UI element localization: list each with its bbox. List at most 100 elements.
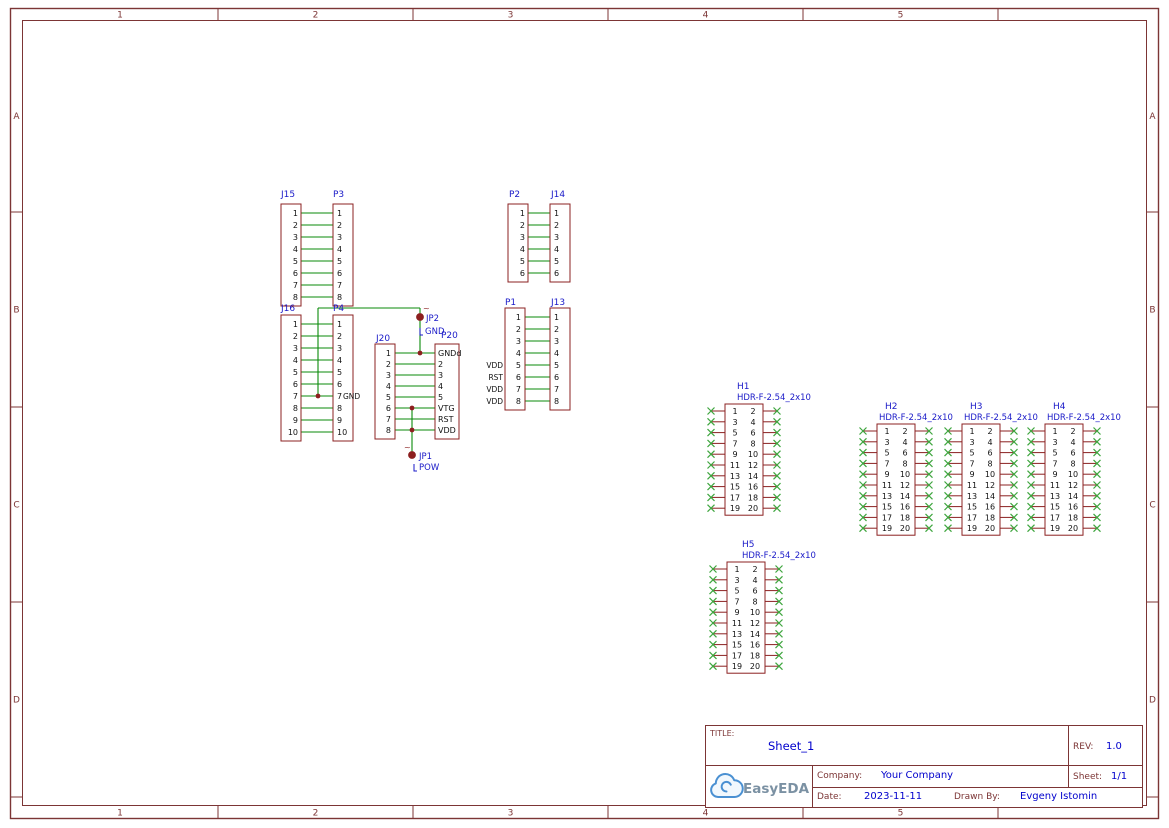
connector-box[interactable] [549, 307, 571, 411]
noconnect-x-icon [859, 502, 867, 511]
rev-value[interactable]: 1.0 [1106, 741, 1122, 752]
junction-dot[interactable] [417, 350, 423, 356]
refdes-label[interactable]: J14 [550, 190, 565, 200]
junction-dot[interactable] [315, 393, 321, 399]
frame-outer-border [9, 7, 1160, 820]
refdes-label[interactable]: P20 [441, 331, 458, 341]
jumper-JP1[interactable] [408, 451, 416, 459]
connector-box[interactable] [504, 307, 526, 411]
pin-number: 3 [438, 371, 443, 380]
noconnect-x-icon [944, 524, 952, 533]
pin-number: 1 [337, 320, 342, 329]
junction-dot[interactable] [409, 427, 415, 433]
noconnect-x-icon [1093, 459, 1101, 468]
grid-ref-label: A [1149, 112, 1156, 122]
connector-box[interactable] [332, 314, 354, 442]
noconnect-x-icon [944, 470, 952, 479]
noconnect-x-icon [1093, 524, 1101, 533]
refdes-label[interactable]: H5 [742, 540, 755, 550]
connector-box[interactable] [374, 343, 396, 440]
header-box[interactable] [1044, 423, 1084, 536]
pin-number: 6 [987, 449, 992, 458]
noconnect-x-icon [775, 565, 783, 573]
grid-ref-label: B [1149, 306, 1155, 316]
net-label[interactable]: POW [419, 463, 440, 473]
connector-box[interactable] [332, 203, 354, 307]
pin-number: 4 [337, 245, 342, 254]
refdes-label[interactable]: H4 [1053, 402, 1066, 412]
refdes-label[interactable]: J15 [280, 190, 295, 200]
pin-number: 1 [386, 349, 391, 358]
noconnect-x-icon [775, 597, 783, 606]
refdes-label[interactable]: H3 [970, 402, 983, 412]
pin-number: 6 [1070, 449, 1075, 458]
refdes-label[interactable]: P3 [333, 190, 344, 200]
noconnect-x-icon [859, 437, 867, 446]
refdes-label[interactable]: H1 [737, 382, 750, 392]
sheet-title[interactable]: Sheet_1 [768, 739, 815, 753]
refdes-label[interactable]: JP2 [425, 314, 439, 324]
grid-ref-label: 1 [117, 11, 123, 21]
sheet-value[interactable]: 1/1 [1111, 771, 1128, 782]
connector-box[interactable] [434, 343, 460, 440]
noconnect-x-icon [707, 450, 715, 459]
header-box[interactable] [726, 561, 766, 674]
value-label[interactable]: HDR-F-2.54_2x10 [737, 393, 811, 403]
value-label[interactable]: HDR-F-2.54_2x10 [742, 551, 816, 561]
connector-box[interactable] [549, 203, 571, 283]
value-label[interactable]: HDR-F-2.54_2x10 [1047, 413, 1121, 423]
date-value[interactable]: 2023-11-11 [864, 791, 923, 802]
header-box[interactable] [876, 423, 916, 536]
value-label[interactable]: HDR-F-2.54_2x10 [964, 413, 1038, 423]
noconnect-x-icon [944, 437, 952, 446]
header-box[interactable] [724, 403, 764, 516]
refdes-label[interactable]: P2 [509, 190, 520, 200]
junction-dot[interactable] [409, 405, 415, 411]
refdes-label[interactable]: J13 [550, 298, 565, 308]
noconnect-x-icon [1010, 524, 1018, 533]
connector-box[interactable] [280, 314, 302, 442]
refdes-label[interactable]: H2 [885, 402, 898, 412]
refdes-label[interactable]: J20 [375, 334, 390, 344]
value-label[interactable]: HDR-F-2.54_2x10 [879, 413, 953, 423]
connector-box[interactable] [507, 203, 529, 283]
connector-box[interactable] [280, 203, 302, 307]
pin-name: VDD [486, 397, 503, 406]
refdes-label[interactable]: P1 [505, 298, 516, 308]
noconnect-x-icon [773, 471, 781, 480]
noconnect-x-icon [773, 493, 781, 502]
net-label[interactable]: GND [425, 327, 445, 337]
pin-number: 6 [337, 269, 342, 278]
pin-number: 18 [985, 513, 995, 522]
company-value[interactable]: Your Company [881, 770, 954, 781]
jumper-JP2[interactable] [416, 313, 424, 321]
refdes-label[interactable]: JP1 [418, 452, 432, 462]
pin-number: 14 [1068, 492, 1078, 501]
drawn-by-value[interactable]: Evgeny Istomin [1020, 791, 1098, 802]
pin-name: GND [343, 392, 360, 401]
pin-number: 1 [520, 209, 525, 218]
refdes-label[interactable]: P4 [333, 304, 344, 314]
pin-number: 2 [902, 427, 907, 436]
pin-number: 18 [750, 651, 760, 660]
noconnect-x-icon [1093, 481, 1101, 489]
refdes-label[interactable]: J16 [280, 304, 295, 314]
header-box[interactable] [961, 423, 1001, 536]
